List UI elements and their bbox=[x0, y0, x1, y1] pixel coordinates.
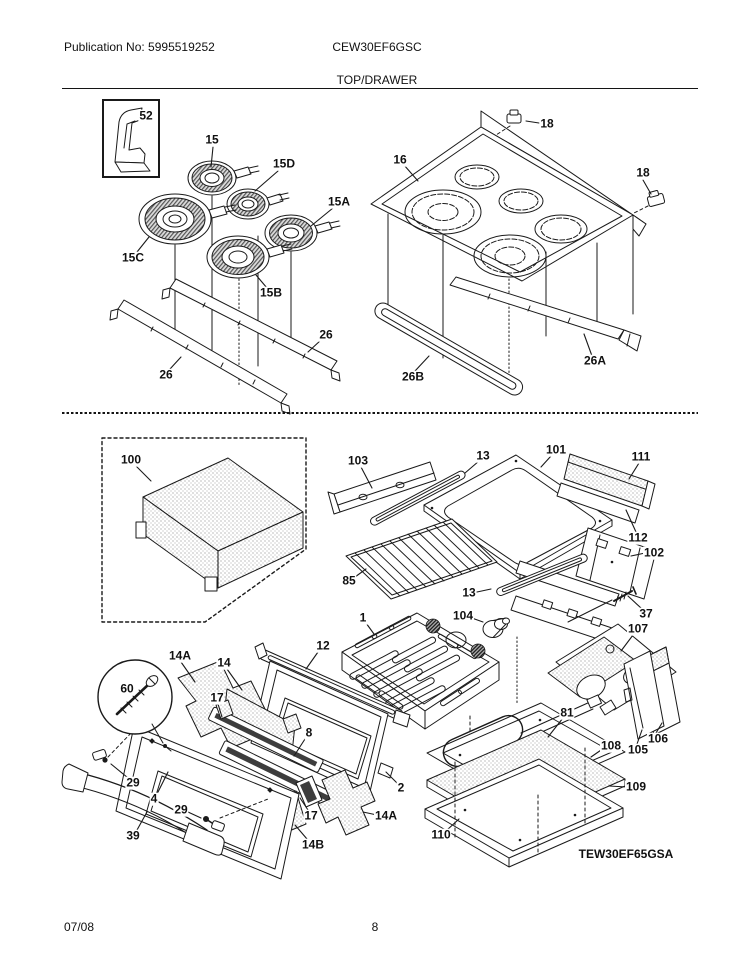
part-label-13-15: 13 bbox=[475, 448, 491, 463]
part-label-81-31: 81 bbox=[559, 705, 575, 720]
part-12-glide bbox=[254, 642, 411, 728]
part-111-trim bbox=[563, 453, 656, 510]
part-102-support bbox=[510, 527, 657, 644]
part-15b-burner bbox=[206, 235, 293, 279]
part-label-16-8: 16 bbox=[392, 152, 408, 167]
part-29-clip bbox=[92, 730, 134, 763]
part-label-13-21: 13 bbox=[461, 585, 477, 600]
part-label-15b-5: 15B bbox=[258, 285, 284, 300]
part-label-15c-4: 15C bbox=[120, 250, 146, 265]
part-15-burner bbox=[187, 160, 260, 196]
part-label-14-28: 14 bbox=[216, 655, 232, 670]
part-label-112-18: 112 bbox=[627, 530, 649, 545]
part-label-111-17: 111 bbox=[630, 449, 652, 464]
footer-date: 07/08 bbox=[64, 920, 95, 934]
part-100-cover-box bbox=[101, 437, 307, 623]
publication-number: Publication No: 5995519252 bbox=[64, 40, 215, 54]
part-label-26b-12: 26B bbox=[400, 369, 426, 384]
part-104-roller bbox=[482, 617, 510, 638]
part-101-drawer-top bbox=[423, 454, 613, 580]
part-label-102-19: 102 bbox=[642, 545, 666, 560]
part-label-101-16: 101 bbox=[544, 442, 568, 457]
part-29-screw bbox=[203, 798, 269, 832]
part-label-1-24: 1 bbox=[358, 610, 368, 625]
part-label-107-25: 107 bbox=[626, 621, 650, 636]
part-label-103-14: 103 bbox=[346, 453, 370, 468]
part-label-18-10: 18 bbox=[635, 165, 651, 180]
part-label-60-29: 60 bbox=[119, 681, 135, 696]
part-39-handle bbox=[61, 763, 225, 856]
part-label-109-36: 109 bbox=[624, 779, 648, 794]
alignment-lines-pans bbox=[454, 747, 586, 853]
part-label-39-43: 39 bbox=[125, 828, 141, 843]
part-label-26a-11: 26A bbox=[582, 353, 608, 368]
footer-page-number: 8 bbox=[371, 920, 379, 934]
part-105-panel bbox=[623, 650, 665, 740]
part-16-maintop bbox=[370, 110, 647, 391]
part-label-17-41: 17 bbox=[303, 808, 319, 823]
section-title: TOP/DRAWER bbox=[336, 73, 418, 87]
part-26-rails bbox=[109, 278, 341, 415]
header-rule bbox=[62, 88, 698, 89]
part-26a-rail bbox=[449, 276, 642, 352]
part-110-bottom-pan bbox=[424, 758, 624, 868]
part-15d-burner bbox=[226, 188, 290, 220]
part-label-15-1: 15 bbox=[204, 132, 220, 147]
part-37-screw bbox=[567, 586, 637, 623]
part-label-14a-42: 14A bbox=[373, 808, 399, 823]
part-label-17-30: 17 bbox=[209, 690, 225, 705]
part-15c-burner bbox=[138, 193, 237, 245]
part-label-14a-27: 14A bbox=[167, 648, 193, 663]
part-label-15a-3: 15A bbox=[326, 194, 352, 209]
part-label-26-7: 26 bbox=[158, 367, 174, 382]
part-label-85-20: 85 bbox=[341, 573, 357, 588]
part-label-108-34: 108 bbox=[599, 738, 623, 753]
part-label-14b-44: 14B bbox=[300, 837, 326, 852]
part-label-18-9: 18 bbox=[539, 116, 555, 131]
part-17-trim-lower bbox=[295, 775, 323, 808]
part-14a-pad-right bbox=[317, 769, 376, 836]
part-label-105-35: 105 bbox=[626, 742, 650, 757]
part-18-clips bbox=[495, 109, 666, 214]
model-number: CEW30EF6GSC bbox=[332, 40, 422, 54]
part-label-12-26: 12 bbox=[315, 638, 331, 653]
part-label-106-33: 106 bbox=[646, 731, 670, 746]
part-15a-burner bbox=[264, 214, 341, 252]
part-label-104-23: 104 bbox=[451, 608, 475, 623]
part-112-trim bbox=[556, 482, 640, 524]
part-103-panel bbox=[327, 461, 437, 515]
part-label-37-22: 37 bbox=[638, 606, 654, 621]
part-label-52-0: 52 bbox=[138, 108, 154, 123]
part-13-rail-lower bbox=[496, 553, 588, 597]
part-label-15d-2: 15D bbox=[271, 156, 297, 171]
part-52-bracket-box bbox=[102, 99, 160, 178]
part-26b-trim bbox=[374, 302, 524, 396]
part-label-29-40: 29 bbox=[173, 802, 189, 817]
part-label-26-6: 26 bbox=[318, 327, 334, 342]
part-label-2-37: 2 bbox=[396, 780, 406, 795]
part-label-29-38: 29 bbox=[125, 775, 141, 790]
part-label-4-39: 4 bbox=[149, 791, 159, 806]
part-1-drawer-body bbox=[341, 612, 518, 748]
part-label-8-32: 8 bbox=[304, 725, 314, 740]
part-85-rack bbox=[345, 518, 498, 600]
part-label-110-45: 110 bbox=[430, 827, 452, 842]
leader-lines bbox=[110, 120, 663, 840]
variant-model-text: TEW30EF65GSA bbox=[578, 847, 674, 861]
part-60-screw-detail bbox=[97, 659, 173, 752]
part-label-100-13: 100 bbox=[119, 452, 143, 467]
